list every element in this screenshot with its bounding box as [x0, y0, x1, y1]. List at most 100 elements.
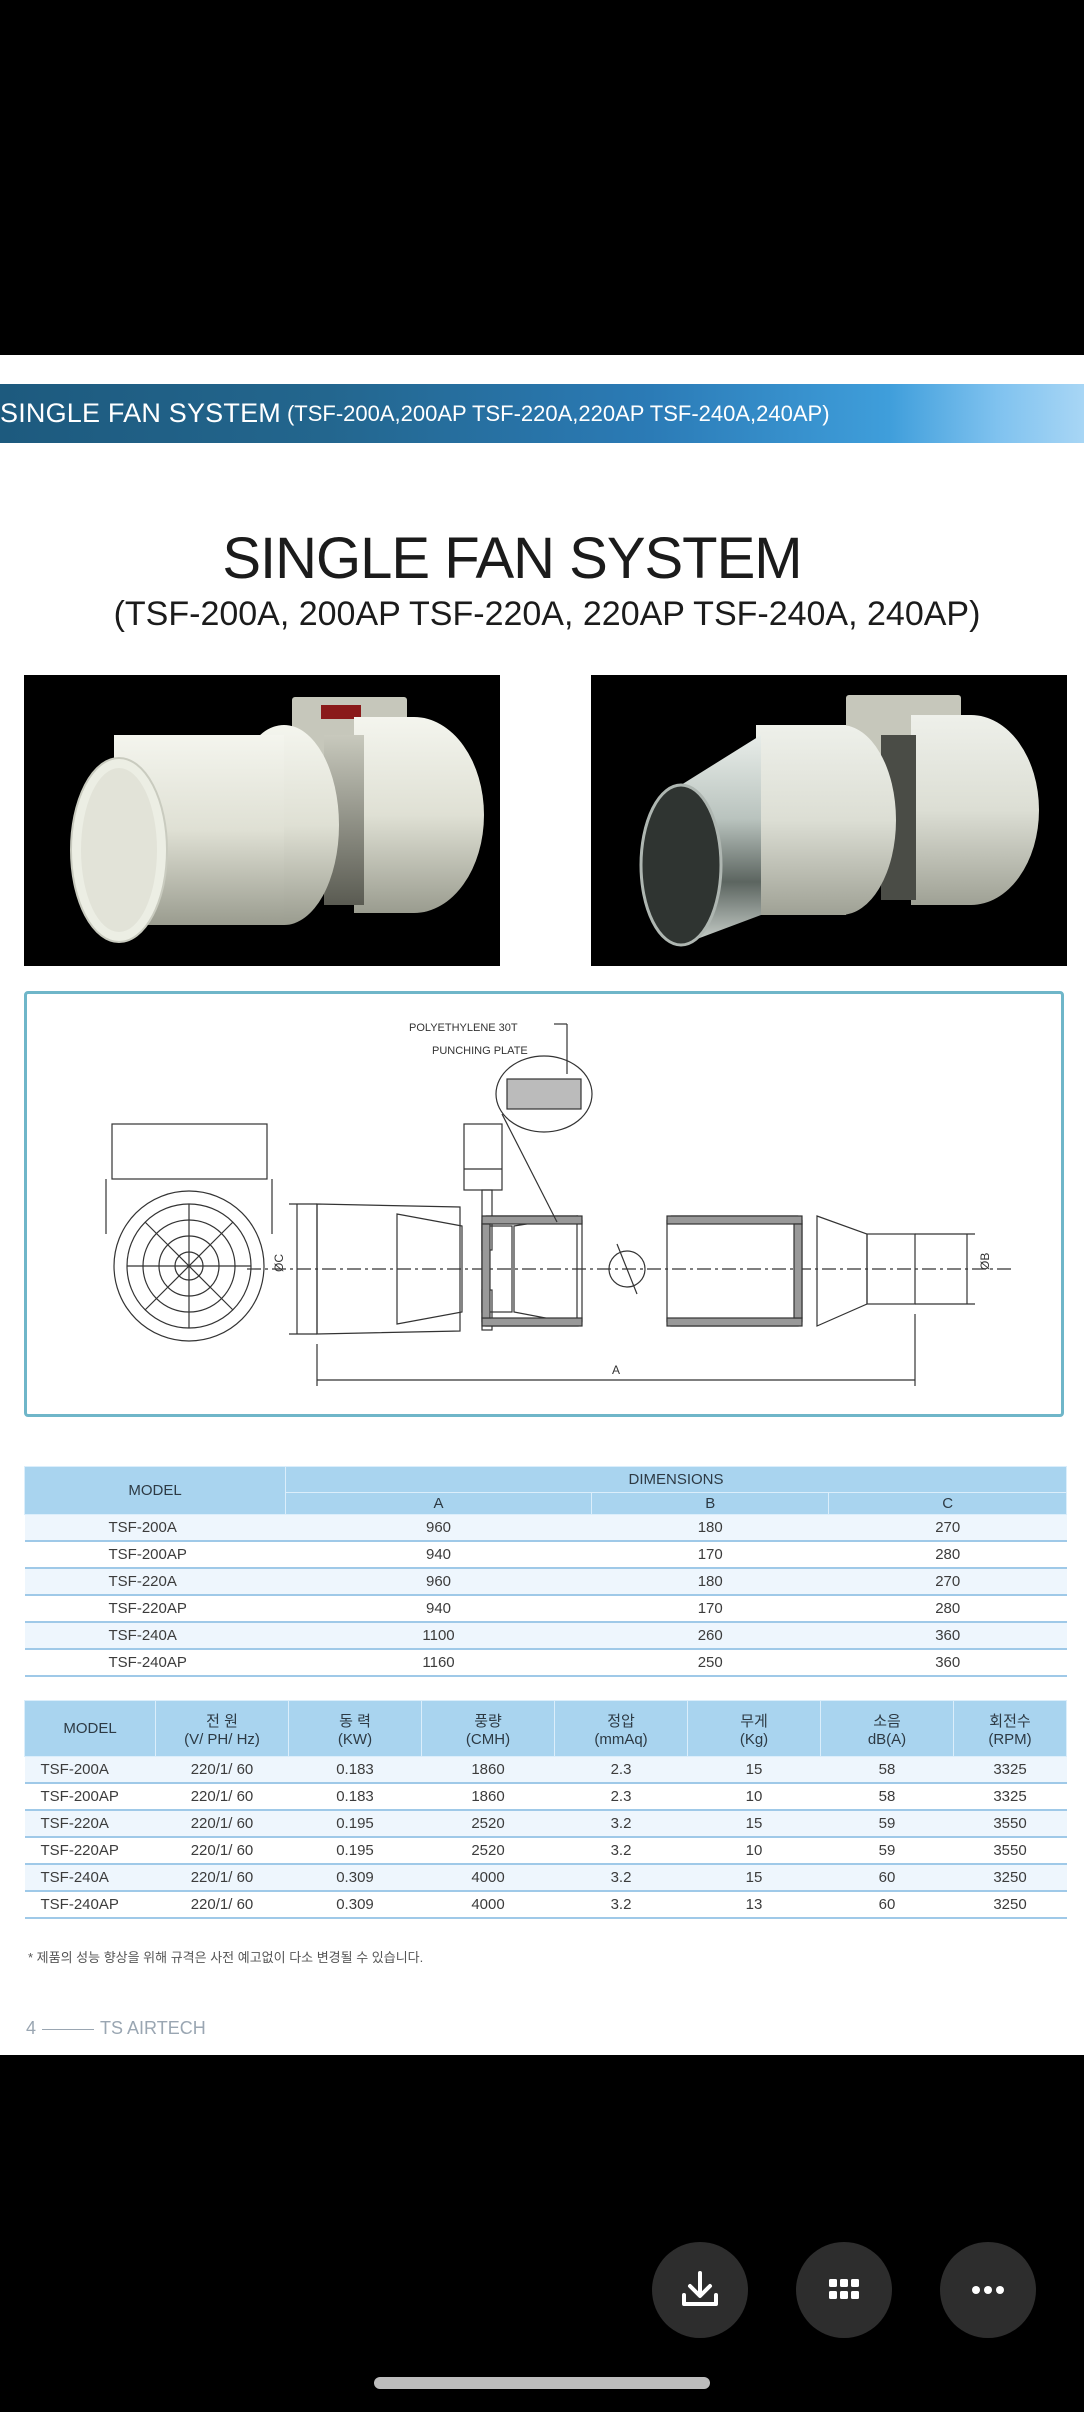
home-indicator[interactable]: [374, 2377, 710, 2389]
cell-model: TSF-220A: [24, 1810, 156, 1838]
cell-b: 250: [591, 1649, 829, 1677]
cell-power: 0.183: [288, 1783, 422, 1811]
dims-col-b: B: [591, 1492, 830, 1515]
cell-noise: 58: [820, 1783, 954, 1811]
table-row: TSF-200A 960 180 270: [24, 1514, 1067, 1542]
cell-noise: 60: [820, 1864, 954, 1892]
cell-a: 1160: [285, 1649, 592, 1677]
cell-airflow: 4000: [421, 1864, 555, 1892]
cell-power: 0.195: [288, 1837, 422, 1865]
specs-header-weight: 무게(Kg): [687, 1700, 821, 1757]
cell-airflow: 4000: [421, 1891, 555, 1919]
cell-a: 940: [285, 1541, 592, 1569]
cell-static-pressure: 3.2: [554, 1810, 688, 1838]
cell-airflow: 2520: [421, 1810, 555, 1838]
specs-header-power-supply: 전 원(V/ PH/ Hz): [155, 1700, 289, 1757]
product-photo-steel: [591, 675, 1067, 966]
cell-power-supply: 220/1/ 60: [155, 1783, 289, 1811]
download-button[interactable]: [652, 2242, 748, 2338]
specs-header-airflow: 풍량(CMH): [421, 1700, 555, 1757]
cell-model: TSF-240AP: [24, 1649, 286, 1677]
cell-weight: 15: [687, 1864, 821, 1892]
table-row: TSF-200AP 220/1/ 60 0.183 1860 2.3 10 58…: [24, 1783, 1067, 1811]
cell-b: 170: [591, 1541, 829, 1569]
dims-model-header: MODEL: [24, 1466, 286, 1515]
specs-table: MODEL 전 원(V/ PH/ Hz) 동 력(KW) 풍량(CMH) 정압(…: [24, 1700, 1067, 1919]
cell-static-pressure: 3.2: [554, 1891, 688, 1919]
download-icon: [682, 2271, 718, 2306]
cell-rpm: 3250: [953, 1864, 1067, 1892]
cell-airflow: 1860: [421, 1756, 555, 1784]
cell-noise: 59: [820, 1810, 954, 1838]
cell-static-pressure: 3.2: [554, 1837, 688, 1865]
more-icon: [972, 2286, 1004, 2294]
table-row: TSF-240A 220/1/ 60 0.309 4000 3.2 15 60 …: [24, 1864, 1067, 1892]
cell-c: 270: [828, 1568, 1067, 1596]
brand-name: TS AIRTECH: [100, 2018, 206, 2038]
table-row: TSF-200A 220/1/ 60 0.183 1860 2.3 15 58 …: [24, 1756, 1067, 1784]
cell-power-supply: 220/1/ 60: [155, 1864, 289, 1892]
cell-model: TSF-220AP: [24, 1837, 156, 1865]
cell-airflow: 1860: [421, 1783, 555, 1811]
cell-model: TSF-200A: [24, 1756, 156, 1784]
table-row: TSF-220A 960 180 270: [24, 1568, 1067, 1596]
cell-weight: 15: [687, 1810, 821, 1838]
dimension-label-c: ØC: [272, 1254, 286, 1272]
table-row: TSF-240A 1100 260 360: [24, 1622, 1067, 1650]
cell-static-pressure: 3.2: [554, 1864, 688, 1892]
cell-weight: 15: [687, 1756, 821, 1784]
specs-header-model: MODEL: [24, 1700, 156, 1757]
banner-title: SINGLE FAN SYSTEM: [0, 398, 281, 428]
page-footer: 4 TS AIRTECH: [26, 2018, 206, 2039]
cell-model: TSF-240AP: [24, 1891, 156, 1919]
cell-a: 960: [285, 1568, 592, 1596]
cell-model: TSF-200AP: [24, 1783, 156, 1811]
spec-change-note: * 제품의 성능 향상을 위해 규격은 사전 예고없이 다소 변경될 수 있습니…: [28, 1950, 424, 1965]
cell-b: 180: [591, 1514, 829, 1542]
cell-rpm: 3250: [953, 1891, 1067, 1919]
product-photo-plastic: [24, 675, 500, 966]
page-number: 4: [26, 2018, 37, 2038]
more-options-button[interactable]: [940, 2242, 1036, 2338]
cell-model: TSF-240A: [24, 1622, 286, 1650]
table-row: TSF-240AP 220/1/ 60 0.309 4000 3.2 13 60…: [24, 1891, 1067, 1919]
dimension-label-a: A: [612, 1363, 620, 1377]
specs-header-static-pressure: 정압(mmAq): [554, 1700, 688, 1757]
technical-drawing: POLYETHYLENE 30T PUNCHING PLATE ØC ØB A: [24, 991, 1064, 1417]
header-banner: SINGLE FAN SYSTEM (TSF-200A,200AP TSF-22…: [0, 384, 1084, 443]
cell-b: 260: [591, 1622, 829, 1650]
cell-power-supply: 220/1/ 60: [155, 1891, 289, 1919]
drawing-label-polyethylene: POLYETHYLENE 30T: [409, 1022, 518, 1034]
cell-power: 0.183: [288, 1756, 422, 1784]
cell-noise: 59: [820, 1837, 954, 1865]
table-row: TSF-240AP 1160 250 360: [24, 1649, 1067, 1677]
grid-view-button[interactable]: [796, 2242, 892, 2338]
specs-header-power: 동 력(KW): [288, 1700, 422, 1757]
cell-airflow: 2520: [421, 1837, 555, 1865]
cell-power-supply: 220/1/ 60: [155, 1810, 289, 1838]
cell-noise: 58: [820, 1756, 954, 1784]
cell-power-supply: 220/1/ 60: [155, 1837, 289, 1865]
banner-subtitle: (TSF-200A,200AP TSF-220A,220AP TSF-240A,…: [286, 400, 830, 426]
cell-rpm: 3550: [953, 1810, 1067, 1838]
cell-model: TSF-200AP: [24, 1541, 286, 1569]
specs-header-rpm: 회전수(RPM): [953, 1700, 1067, 1757]
drawing-label-punching: PUNCHING PLATE: [432, 1045, 528, 1057]
grid-icon: [829, 2279, 859, 2299]
cell-power: 0.309: [288, 1864, 422, 1892]
cell-static-pressure: 2.3: [554, 1756, 688, 1784]
dimension-label-b: ØB: [978, 1253, 992, 1270]
cell-model: TSF-200A: [24, 1514, 286, 1542]
table-row: TSF-220AP 940 170 280: [24, 1595, 1067, 1623]
cell-model: TSF-240A: [24, 1864, 156, 1892]
cell-a: 960: [285, 1514, 592, 1542]
dimensions-table: MODEL DIMENSIONS A B C TSF-200A 960 180 …: [24, 1466, 1067, 1677]
cell-power: 0.309: [288, 1891, 422, 1919]
dims-col-a: A: [284, 1492, 593, 1515]
table-row: TSF-220AP 220/1/ 60 0.195 2520 3.2 10 59…: [24, 1837, 1067, 1865]
document-page: SINGLE FAN SYSTEM (TSF-200A,200AP TSF-22…: [0, 355, 1084, 2055]
cell-c: 280: [828, 1595, 1067, 1623]
cell-c: 360: [828, 1622, 1067, 1650]
page-title: SINGLE FAN SYSTEM: [222, 526, 802, 591]
